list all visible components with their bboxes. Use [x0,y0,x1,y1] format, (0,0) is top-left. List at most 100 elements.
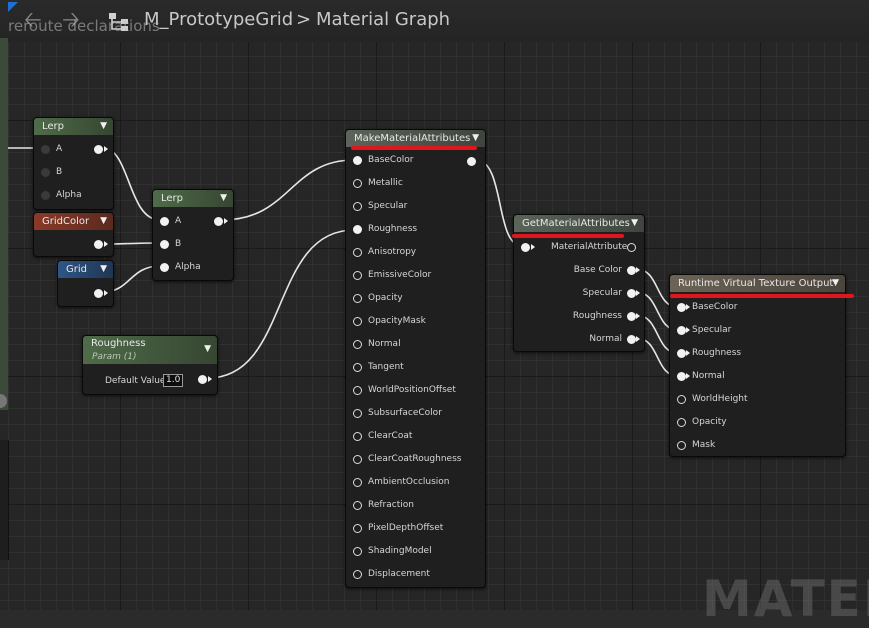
input-pin-clearcoat[interactable] [353,432,362,441]
input-pin-roughness[interactable] [677,349,686,358]
output-arrow-icon [224,218,228,224]
output-pin-roughness[interactable] [627,312,636,321]
wire-roughness-to-make-roughness [207,229,355,379]
pin-label-mask: Mask [692,440,716,450]
input-pin-subsurfacecolor[interactable] [353,409,362,418]
input-pin-ambientocclusion[interactable] [353,478,362,487]
output-pin[interactable] [198,375,207,384]
chevron-down-icon[interactable]: ▼ [100,121,107,131]
input-pin-basecolor[interactable] [353,156,362,165]
chevron-down-icon[interactable]: ▼ [204,344,211,354]
input-arrow-icon [686,350,690,356]
input-pin-worldheight[interactable] [677,395,686,404]
highlight-underline-get [512,234,624,238]
input-pin-displacement[interactable] [353,570,362,579]
input-pin-b[interactable] [160,240,169,249]
left-panel-edge [0,38,8,410]
output-pin[interactable] [214,217,223,226]
input-pin-opacity[interactable] [353,294,362,303]
pin-label-ambientocclusion: AmbientOcclusion [368,477,450,487]
node-gridcolor[interactable]: GridColor ▼ [33,212,114,257]
input-pin-b[interactable] [41,168,50,177]
left-panel-toggle[interactable] [0,394,7,408]
graph-watermark: MATER [702,570,869,628]
node-lerp-2[interactable]: Lerp ▼ A B Alpha [152,189,234,281]
chevron-down-icon[interactable]: ▼ [220,193,227,203]
input-pin-worldpositionoffset[interactable] [353,386,362,395]
pin-label-base-color: Base Color [573,265,622,275]
node-lerp-1[interactable]: Lerp ▼ A B Alpha [33,117,114,210]
node-roughness-title: Roughness [83,336,217,364]
input-pin-normal[interactable] [677,372,686,381]
output-pin-normal[interactable] [627,335,636,344]
output-pin-specular[interactable] [627,289,636,298]
input-pin-normal[interactable] [353,340,362,349]
output-pin[interactable] [94,145,103,154]
chevron-down-icon[interactable]: ▼ [472,133,479,143]
breadcrumb-bar: 🡠 🡢 M_PrototypeGrid > Material Graph rer… [0,0,869,42]
input-pin-tangent[interactable] [353,363,362,372]
output-pin[interactable] [94,240,103,249]
output-arrow-icon [104,241,108,247]
output-pin-attributes[interactable] [467,157,476,166]
node-runtime-virtual-texture-output[interactable]: Runtime Virtual Texture Output ▼ BaseCol… [669,274,846,457]
chevron-down-icon[interactable]: ▼ [100,264,107,274]
input-pin-pixeldepthoffset[interactable] [353,524,362,533]
input-pin-anisotropy[interactable] [353,248,362,257]
input-arrow-icon [686,373,690,379]
chevron-down-icon[interactable]: ▼ [631,218,638,228]
chevron-down-icon[interactable]: ▼ [832,278,839,288]
input-pin-opacitymask[interactable] [353,317,362,326]
output-arrow-icon [208,376,212,382]
highlight-underline-rvt [670,294,854,298]
pin-label-specular: Specular [368,201,408,211]
pin-label-clearcoatroughness: ClearCoatRoughness [368,454,462,464]
breadcrumb-graph[interactable]: Material Graph [316,9,451,30]
pin-label-normal: Normal [692,371,725,381]
chevron-down-icon[interactable]: ▼ [100,216,107,226]
output-arrow-icon [636,290,640,296]
node-roughness-param[interactable]: Roughness Param (1) ▼ Default Value 1.0 [82,335,218,395]
input-pin-metallic[interactable] [353,179,362,188]
pin-label-opacity: Opacity [692,417,727,427]
input-pin-alpha[interactable] [41,191,50,200]
input-pin-basecolor[interactable] [677,303,686,312]
arrow-right-icon[interactable]: 🡢 [62,8,80,33]
default-value-field[interactable]: 1.0 [163,374,184,387]
input-pin-emissivecolor[interactable] [353,271,362,280]
input-pin-refraction[interactable] [353,501,362,510]
input-pin-a[interactable] [160,217,169,226]
output-pin-base-color[interactable] [627,266,636,275]
pin-label-opacity: Opacity [368,293,403,303]
input-pin-shadingmodel[interactable] [353,547,362,556]
input-pin-roughness[interactable] [353,225,362,234]
input-pin-material-attributes[interactable] [521,243,530,252]
pin-label-alpha: Alpha [175,262,201,272]
input-pin-mask[interactable] [677,441,686,450]
left-panel-lower [0,440,9,560]
input-pin-specular[interactable] [677,326,686,335]
input-arrow-icon [531,244,535,250]
highlight-underline-make [351,146,477,150]
pin-label-a: A [56,144,63,154]
output-pin-material-attributes[interactable] [627,243,636,252]
pin-label-subsurfacecolor: SubsurfaceColor [368,408,442,418]
output-arrow-icon [104,146,108,152]
pin-label-a: A [175,216,182,226]
input-pin-clearcoatroughness[interactable] [353,455,362,464]
node-gridcolor-title: GridColor [34,213,113,230]
node-get-title: GetMaterialAttributes [514,215,644,232]
input-pin-opacity[interactable] [677,418,686,427]
input-pin-a[interactable] [41,145,50,154]
node-grid[interactable]: Grid ▼ [57,260,114,307]
arrow-left-icon[interactable]: 🡠 [24,8,42,33]
pin-label-roughness: Roughness [692,348,742,358]
output-pin[interactable] [94,289,103,298]
input-pin-alpha[interactable] [160,263,169,272]
hierarchy-icon[interactable] [108,12,130,32]
input-pin-specular[interactable] [353,202,362,211]
breadcrumb-asset[interactable]: M_PrototypeGrid [144,9,294,30]
ghost-overlay-text: reroute declarations [8,17,160,35]
pin-label-normal: Normal [368,339,401,349]
